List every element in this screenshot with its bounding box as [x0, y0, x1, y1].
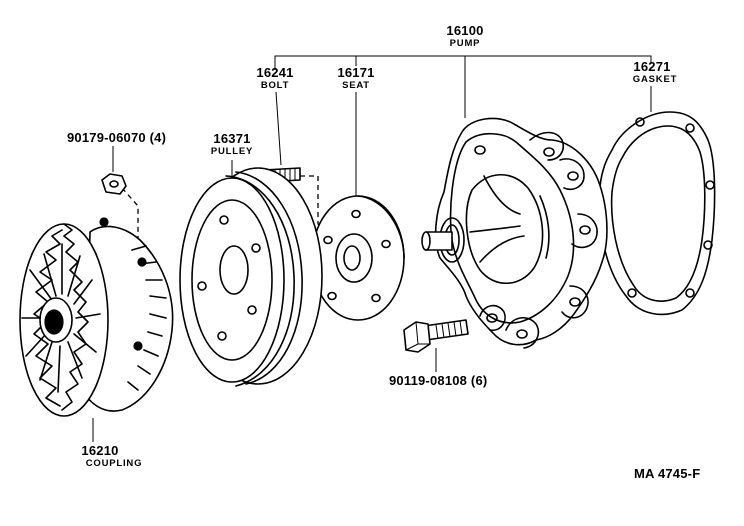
gasket-hole — [703, 240, 713, 250]
seat-part-number: 16171 — [337, 65, 375, 80]
pump-bolt-hole — [567, 171, 579, 181]
gasket — [598, 111, 716, 316]
coupling-part-number: 16210 — [81, 443, 119, 458]
coupling-mount-stud — [99, 217, 109, 227]
gasket-hole — [627, 288, 637, 298]
pulley-center-bore — [219, 245, 249, 295]
nut-body — [101, 173, 127, 195]
nut-alignment-dash — [121, 187, 139, 238]
pump-boss — [479, 304, 506, 332]
nut — [101, 173, 127, 195]
pump-rib — [483, 175, 521, 215]
pump-bolt-hole — [516, 329, 528, 339]
pump-bolt-hole — [486, 313, 498, 323]
pulley-bolt-hole — [219, 215, 229, 225]
pump-part-name: PUMP — [449, 38, 481, 49]
coupling-mount-stud — [133, 341, 143, 351]
seat-hub — [335, 233, 373, 283]
pump-bracket-line — [274, 55, 652, 70]
seat-hole — [351, 209, 361, 219]
pump-rib — [469, 225, 521, 233]
pump-part-number: 16100 — [446, 23, 484, 38]
pump-boss — [561, 285, 589, 319]
pump-bolt-hole — [569, 297, 581, 307]
gasket-part-number: 16271 — [633, 59, 671, 74]
pump-bolt-hole — [579, 225, 591, 235]
pump-body-outline — [434, 117, 608, 346]
pump-bolt-hole — [474, 145, 486, 155]
pump-rib — [539, 195, 550, 259]
flange-bolt-thread — [435, 320, 463, 340]
gasket-outer — [598, 111, 716, 316]
flange-bolt — [403, 319, 469, 353]
pulley-bolt-hole — [247, 305, 257, 315]
pulley-groove — [225, 175, 295, 387]
flange-bolt-part-number: 90119-08108 (6) — [389, 373, 488, 388]
gasket-hole — [705, 180, 715, 190]
pulley-face-inner — [191, 199, 273, 361]
pump-boss — [505, 317, 540, 349]
pump-rib — [479, 235, 525, 263]
fan-coupling — [19, 217, 174, 417]
pump-boss — [571, 213, 598, 249]
seat-part-name: SEAT — [342, 80, 370, 91]
bolt-part-number: 16241 — [256, 65, 294, 80]
coupling-rear-housing — [85, 225, 174, 412]
coupling-rear-fins — [127, 245, 167, 391]
seat-hole — [381, 239, 391, 249]
coupling-fin-ring — [61, 223, 89, 411]
seat-hole — [371, 293, 381, 303]
seat-bore — [343, 245, 361, 271]
bolt-alignment-dash — [300, 175, 339, 241]
bolt-leader — [275, 91, 282, 166]
water-pump — [421, 117, 608, 349]
bolt-part-name: BOLT — [260, 80, 290, 91]
pump-shaft-end — [421, 231, 431, 251]
pulley-part-name: PULLEY — [210, 146, 254, 157]
pulley — [179, 167, 323, 387]
coupling-hub-center — [44, 309, 64, 335]
pulley-bolt-hole — [217, 331, 227, 341]
seat-hole — [327, 291, 337, 301]
seat-flange-edge — [357, 195, 405, 259]
pulley-part-number: 16371 — [213, 131, 251, 146]
pulley-face — [179, 177, 285, 383]
seat-hole — [323, 235, 333, 245]
pulley-bolt-hole — [197, 281, 207, 291]
gasket-hole — [685, 288, 695, 298]
leader-lines — [92, 55, 652, 442]
pulley-groove — [235, 171, 303, 385]
gasket-part-name: GASKET — [632, 74, 678, 85]
nut-part-number: 90179-06070 (4) — [67, 130, 167, 145]
pump-boss — [529, 131, 564, 161]
drawing-code: MA 4745-F — [634, 466, 701, 481]
pump-boss — [559, 158, 585, 191]
seat — [311, 195, 405, 321]
pulley-bolt-hole — [251, 243, 261, 253]
coupling-radial-fins — [21, 243, 101, 393]
nut-bore — [109, 180, 119, 188]
gasket-inner — [610, 125, 706, 302]
assembly-lines — [121, 175, 339, 241]
coupling-hub-bore — [48, 314, 60, 330]
coupling-part-name: COUPLING — [85, 458, 143, 469]
flange-bolt-head-edge — [405, 321, 430, 351]
gasket-hole — [635, 117, 645, 127]
pump-bolt-hole — [543, 147, 555, 157]
pump-impeller-hub — [465, 174, 544, 284]
coupling-mount-stud — [137, 257, 147, 267]
gasket-hole — [685, 123, 695, 133]
